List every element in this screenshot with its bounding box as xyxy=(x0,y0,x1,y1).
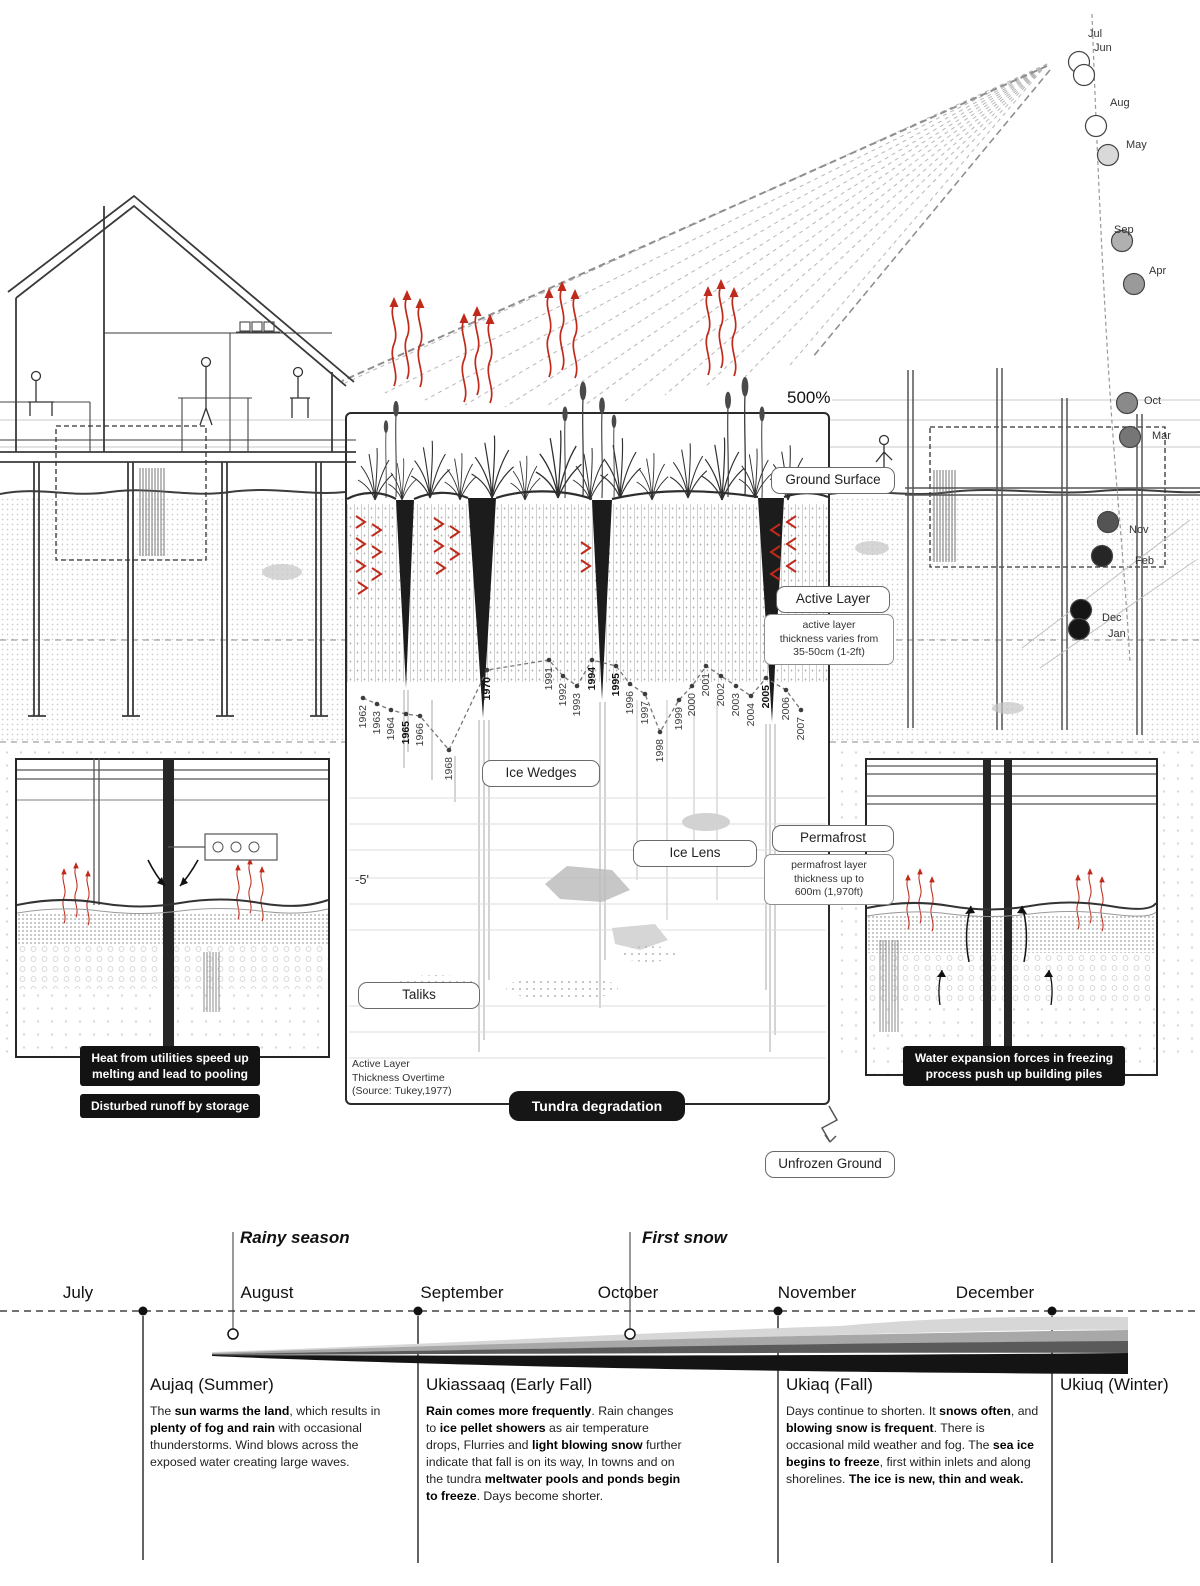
ice-wedges-label: Ice Wedges xyxy=(482,760,600,787)
inset-panel-right xyxy=(865,758,1158,1076)
house-section xyxy=(0,194,356,717)
orbit-month-label: Oct xyxy=(1144,395,1162,407)
orbit-month-circle xyxy=(1069,598,1093,622)
orbit-month-label: Sep xyxy=(1114,224,1134,236)
season-title: Ukiassaaq (Early Fall) xyxy=(426,1375,593,1394)
depth-label: -5' xyxy=(355,872,370,887)
sea-ice-layer-new xyxy=(212,1316,1128,1353)
orbit-month-label: Mar xyxy=(1152,430,1171,442)
zigzag-connector xyxy=(820,1105,839,1143)
orbit-month-circle xyxy=(1067,617,1091,641)
orbit-month-circle xyxy=(1096,143,1120,167)
orbit-month-label: Jan xyxy=(1108,628,1126,640)
callout-water-expansion: Water expansion forces in freezing proce… xyxy=(903,1046,1125,1087)
orbit-month-label: Feb xyxy=(1135,555,1154,567)
active-layer-note: active layer thickness varies from 35-50… xyxy=(764,614,894,665)
active-layer-label: Active Layer xyxy=(776,586,890,613)
month-august: August xyxy=(240,1283,294,1302)
taliks-label: Taliks xyxy=(358,982,480,1009)
callout-disturbed-runoff: Disturbed runoff by storage xyxy=(80,1094,260,1119)
building-piles-right xyxy=(905,368,1200,735)
month-september: September xyxy=(420,1283,504,1302)
orbit-month-circle xyxy=(1115,391,1139,415)
sea-ice-layer-young xyxy=(212,1330,1128,1354)
orbit-month-circle xyxy=(1090,544,1114,568)
orbit-month-label: Jun xyxy=(1094,42,1112,54)
season-description: Rain comes more frequently. Rain changes… xyxy=(426,1404,682,1503)
orbit-month-circle xyxy=(1067,50,1091,74)
month-october: October xyxy=(597,1283,659,1302)
season-description: Days continue to shorten. It snows often… xyxy=(786,1404,1039,1486)
sun-rays xyxy=(344,63,1048,408)
orbit-month-circle xyxy=(1096,510,1120,534)
month-november: November xyxy=(777,1283,857,1302)
source-note: Active Layer Thickness Overtime (Source:… xyxy=(352,1058,452,1098)
sea-ice-layer-firm xyxy=(212,1341,1128,1355)
orbit-month-label: Apr xyxy=(1149,265,1167,277)
callout-heat-utilities: Heat from utilities speed up melting and… xyxy=(80,1046,260,1087)
permafrost-label: Permafrost xyxy=(772,825,894,852)
zoom-label: 500% xyxy=(787,388,831,407)
annotation-rainy-season: Rainy season xyxy=(240,1228,350,1247)
season-aujaq: Aujaq (Summer) The sun warms the land, w… xyxy=(150,1375,385,1471)
season-title: Ukiuq (Winter) xyxy=(1060,1375,1169,1394)
season-ukiaq: Ukiaq (Fall) Days continue to shorten. I… xyxy=(786,1375,1044,1488)
orbit-month-circle xyxy=(1118,425,1142,449)
orbit-month-label: May xyxy=(1126,139,1147,151)
orbit-month-circle xyxy=(1084,114,1108,138)
orbit-month-label: Jul xyxy=(1088,28,1103,40)
inset-panel-left xyxy=(15,758,330,1058)
ground-texture-left xyxy=(0,497,345,741)
season-title: Aujaq (Summer) xyxy=(150,1375,274,1394)
month-july: July xyxy=(62,1283,94,1302)
orbit-month-circle xyxy=(1072,63,1096,87)
orbit-month-circle xyxy=(1110,229,1134,253)
orbit-month-label: Nov xyxy=(1129,524,1149,536)
month-december: December xyxy=(955,1283,1035,1302)
season-ukiassaaq: Ukiassaaq (Early Fall) Rain comes more f… xyxy=(426,1375,684,1505)
house-furniture xyxy=(0,321,280,452)
orbit-month-label: Dec xyxy=(1102,612,1122,624)
season-ukiuq: Ukiuq (Winter) xyxy=(1060,1375,1200,1403)
sea-ice-layer-thick xyxy=(212,1353,1128,1374)
tundra-degradation-label: Tundra degradation xyxy=(509,1091,685,1121)
season-title: Ukiaq (Fall) xyxy=(786,1375,873,1394)
annotation-first-snow: First snow xyxy=(642,1228,728,1247)
orbit-month-circle xyxy=(1122,272,1146,296)
unfrozen-ground-label: Unfrozen Ground xyxy=(765,1151,895,1178)
ice-lens-label: Ice Lens xyxy=(633,840,757,867)
permafrost-note: permafrost layer thickness up to 600m (1… xyxy=(764,854,894,905)
month-orbit-line xyxy=(1091,13,1131,663)
season-description: The sun warms the land, which results in… xyxy=(150,1404,381,1469)
ground-surface-label: Ground Surface xyxy=(771,467,895,494)
orbit-month-label: Aug xyxy=(1110,97,1130,109)
